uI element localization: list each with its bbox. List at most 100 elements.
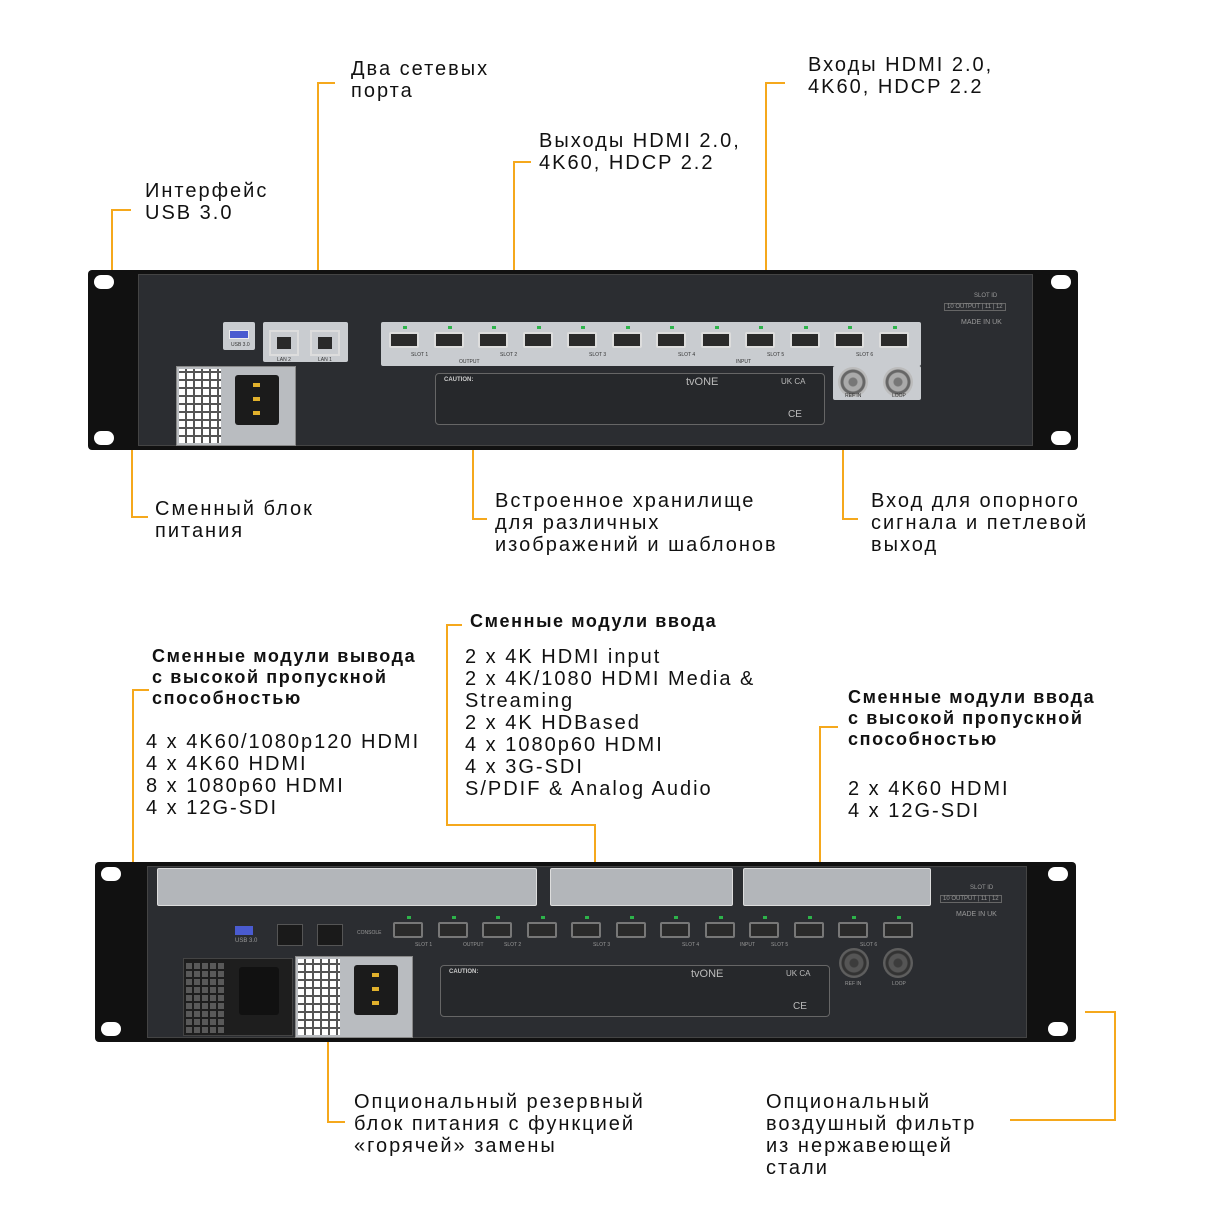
callout-line (132, 689, 149, 691)
slot-id-label: SLOT ID (974, 293, 998, 299)
callout-line (446, 824, 596, 826)
hdmi-port[interactable] (700, 332, 731, 348)
label-line: «горячей» замены (354, 1135, 557, 1157)
label-line: питания (155, 520, 245, 542)
status-led (451, 916, 456, 919)
label-line: Опциональный резервный (354, 1091, 645, 1113)
usb-port[interactable] (235, 926, 253, 935)
hdmi-port[interactable] (437, 922, 468, 938)
callout-line (513, 161, 515, 322)
power-inlet[interactable] (239, 967, 279, 1015)
power-inlet[interactable] (235, 375, 279, 425)
hdmi-port[interactable] (482, 922, 512, 938)
slot-label: SLOT 1 (415, 942, 433, 948)
label-line: S/PDIF & Analog Audio (465, 778, 713, 800)
power-inlet[interactable] (354, 965, 398, 1015)
hdmi-port[interactable] (615, 922, 646, 938)
hdmi-port[interactable] (704, 922, 735, 938)
device-rear-panel-top: SLOT ID 10 OUTPUT | 11 | 12 MADE IN UK U… (88, 270, 1078, 450)
label-title: с высокой пропускной (152, 667, 388, 687)
lan2-port[interactable] (269, 330, 299, 356)
hdmi-port[interactable] (389, 332, 419, 348)
ref-in-connector[interactable] (839, 948, 869, 978)
power-supply-redundant[interactable] (295, 956, 413, 1038)
hdmi-port[interactable] (834, 332, 864, 348)
hdmi-port[interactable] (571, 922, 601, 938)
output-label: OUTPUT (463, 942, 484, 948)
callout-line (132, 689, 134, 891)
psu-grille (186, 961, 226, 1033)
hdmi-port[interactable] (789, 332, 820, 348)
ce-mark: CE (793, 1001, 807, 1012)
output-module-cover[interactable] (157, 868, 537, 906)
rack-hole (1051, 431, 1071, 445)
status-led (496, 916, 500, 919)
hdmi-port[interactable] (522, 332, 553, 348)
label-line: блок питания с функцией (354, 1113, 636, 1135)
status-led (714, 326, 719, 329)
hb-input-module-cover[interactable] (743, 868, 931, 906)
hdmi-port[interactable] (882, 922, 913, 938)
hdmi-port[interactable] (526, 922, 557, 938)
status-led (852, 916, 856, 919)
label-line: 2 x 4K HDMI input (465, 646, 662, 668)
lan2-label: LAN 2 (277, 357, 291, 363)
ref-in-connector[interactable] (838, 367, 868, 397)
loop-label: LOOP (892, 981, 906, 987)
hdmi-port[interactable] (745, 332, 775, 348)
hdmi-port[interactable] (433, 332, 464, 348)
status-led (896, 916, 901, 919)
lan1-port[interactable] (317, 924, 343, 946)
slot-label: SLOT 3 (593, 942, 611, 948)
ce-mark: CE (788, 409, 802, 420)
hdmi-port[interactable] (567, 332, 597, 348)
callout-line (1010, 1119, 1116, 1121)
callout-line (472, 450, 474, 520)
slot-label: SLOT 5 (771, 942, 789, 948)
hdmi-port[interactable] (838, 922, 868, 938)
rack-hole (1048, 867, 1068, 881)
hdmi-port[interactable] (660, 922, 690, 938)
lan2-port[interactable] (277, 924, 303, 946)
hdmi-port[interactable] (878, 332, 909, 348)
label-line: изображений и шаблонов (495, 534, 778, 556)
slot-id-cell: 11 (980, 896, 988, 902)
hdmi-port[interactable] (793, 922, 824, 938)
hdmi-port[interactable] (749, 922, 779, 938)
hdmi-port[interactable] (478, 332, 508, 348)
hdmi-port[interactable] (611, 332, 642, 348)
status-led (670, 326, 674, 329)
callout-line (1114, 1011, 1116, 1121)
made-in-label: MADE IN UK (956, 911, 997, 918)
lan1-label: LAN 1 (318, 357, 332, 363)
power-supply[interactable] (176, 366, 296, 446)
hdmi-port[interactable] (393, 922, 423, 938)
input-module-cover[interactable] (550, 868, 733, 906)
status-led (674, 916, 678, 919)
loop-connector[interactable] (883, 948, 913, 978)
loop-connector[interactable] (883, 367, 913, 397)
status-led (848, 326, 852, 329)
callout-line (513, 161, 531, 163)
input-label: INPUT (736, 359, 751, 365)
caution-label: CAUTION: tvONE UK CA CE (435, 373, 825, 425)
status-led (540, 916, 545, 919)
lan1-port[interactable] (310, 330, 340, 356)
label-line: Интерфейс (145, 180, 269, 202)
usb-port[interactable] (229, 330, 249, 339)
ukca-mark: UK CA (786, 969, 811, 978)
callout-line (765, 82, 785, 84)
power-supply-1[interactable] (183, 958, 293, 1036)
hdmi-port[interactable] (656, 332, 686, 348)
label-line: 2 x 4K60 HDMI (848, 778, 1010, 800)
callout-line (317, 82, 335, 84)
psu-grille (298, 959, 340, 1035)
slot-id-cell: 10 OUTPUT (943, 896, 976, 902)
slot-id-cells: 10 OUTPUT | 11 | 12 (940, 895, 1002, 903)
label-line: Входы HDMI 2.0, (808, 54, 994, 76)
status-led (536, 326, 541, 329)
